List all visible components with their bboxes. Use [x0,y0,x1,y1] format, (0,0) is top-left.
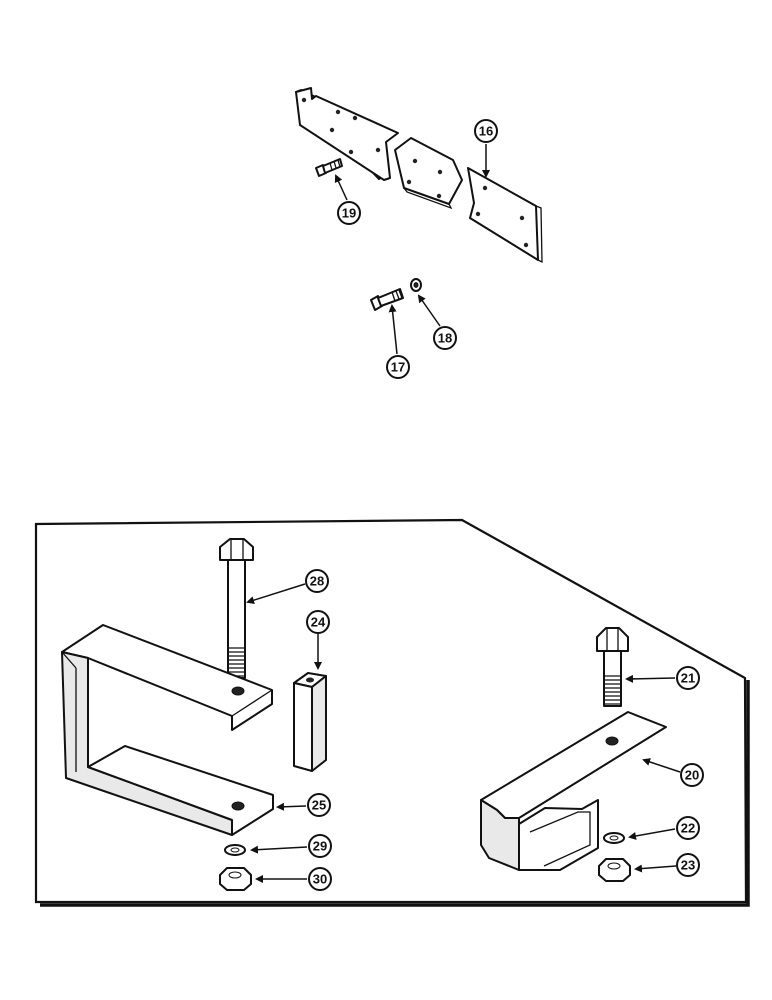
callout-24: 24 [306,610,330,670]
callout-21: 21 [625,666,700,690]
left-bracket-plate [295,87,399,181]
small-bolt [315,158,343,177]
callout-22: 22 [628,816,700,840]
callout-23-label: 23 [681,858,695,873]
callout-28-label: 28 [310,574,324,589]
callout-29: 29 [250,834,332,858]
callout-17: 17 [386,304,410,379]
long-bolt [219,538,254,679]
callout-24-label: 24 [311,615,326,630]
callout-21-label: 21 [681,671,695,686]
right-plate [467,167,543,264]
right-bracket [480,711,667,871]
callout-17-label: 17 [391,360,405,375]
callout-22-label: 22 [681,821,695,836]
callout-19: 19 [334,174,361,225]
short-bolt [596,627,629,707]
callout-23: 23 [634,853,700,877]
callout-18: 18 [417,294,457,350]
callout-30-label: 30 [313,872,327,887]
lock-washer-right [603,832,625,844]
hex-nut-left [219,867,252,891]
callout-18-label: 18 [438,331,452,346]
spacer-block [293,672,327,772]
assembly-frame [34,518,750,907]
lock-washer-left [224,844,246,856]
hexagonal-plate [394,137,463,210]
callout-25: 25 [276,793,331,817]
callout-29-label: 29 [313,839,327,854]
left-u-bracket [61,624,274,836]
callout-30: 30 [255,867,332,891]
callout-16: 16 [474,119,498,178]
callout-20: 20 [642,758,704,787]
bolt [370,288,404,311]
callout-28: 28 [246,569,329,605]
callout-19-label: 19 [342,206,356,221]
callout-20-label: 20 [685,768,699,783]
callout-16-label: 16 [479,124,493,139]
hex-nut-right [598,858,631,882]
callout-25-label: 25 [312,798,326,813]
washer [410,278,422,292]
